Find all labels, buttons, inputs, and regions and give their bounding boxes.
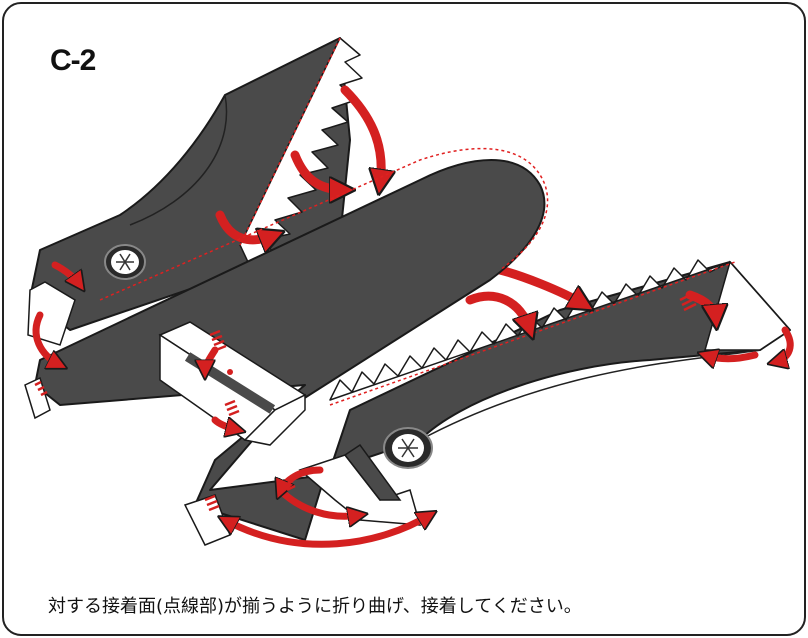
fold-arrows-upper [215, 85, 381, 240]
fold-arrows-lower [465, 265, 716, 330]
yamaha-logo-emblem-left [104, 244, 146, 280]
instruction-text: 対する接着面(点線部)が揃うように折り曲げ、接着してください。 [48, 596, 582, 617]
central-body-panel [34, 147, 549, 541]
fold-arrows-misc [32, 261, 794, 548]
step-label: C-2 [50, 44, 96, 77]
red-stripe-accents [34, 292, 697, 512]
left-tab-block [24, 281, 76, 420]
yamaha-logo-emblem-right [383, 427, 433, 469]
